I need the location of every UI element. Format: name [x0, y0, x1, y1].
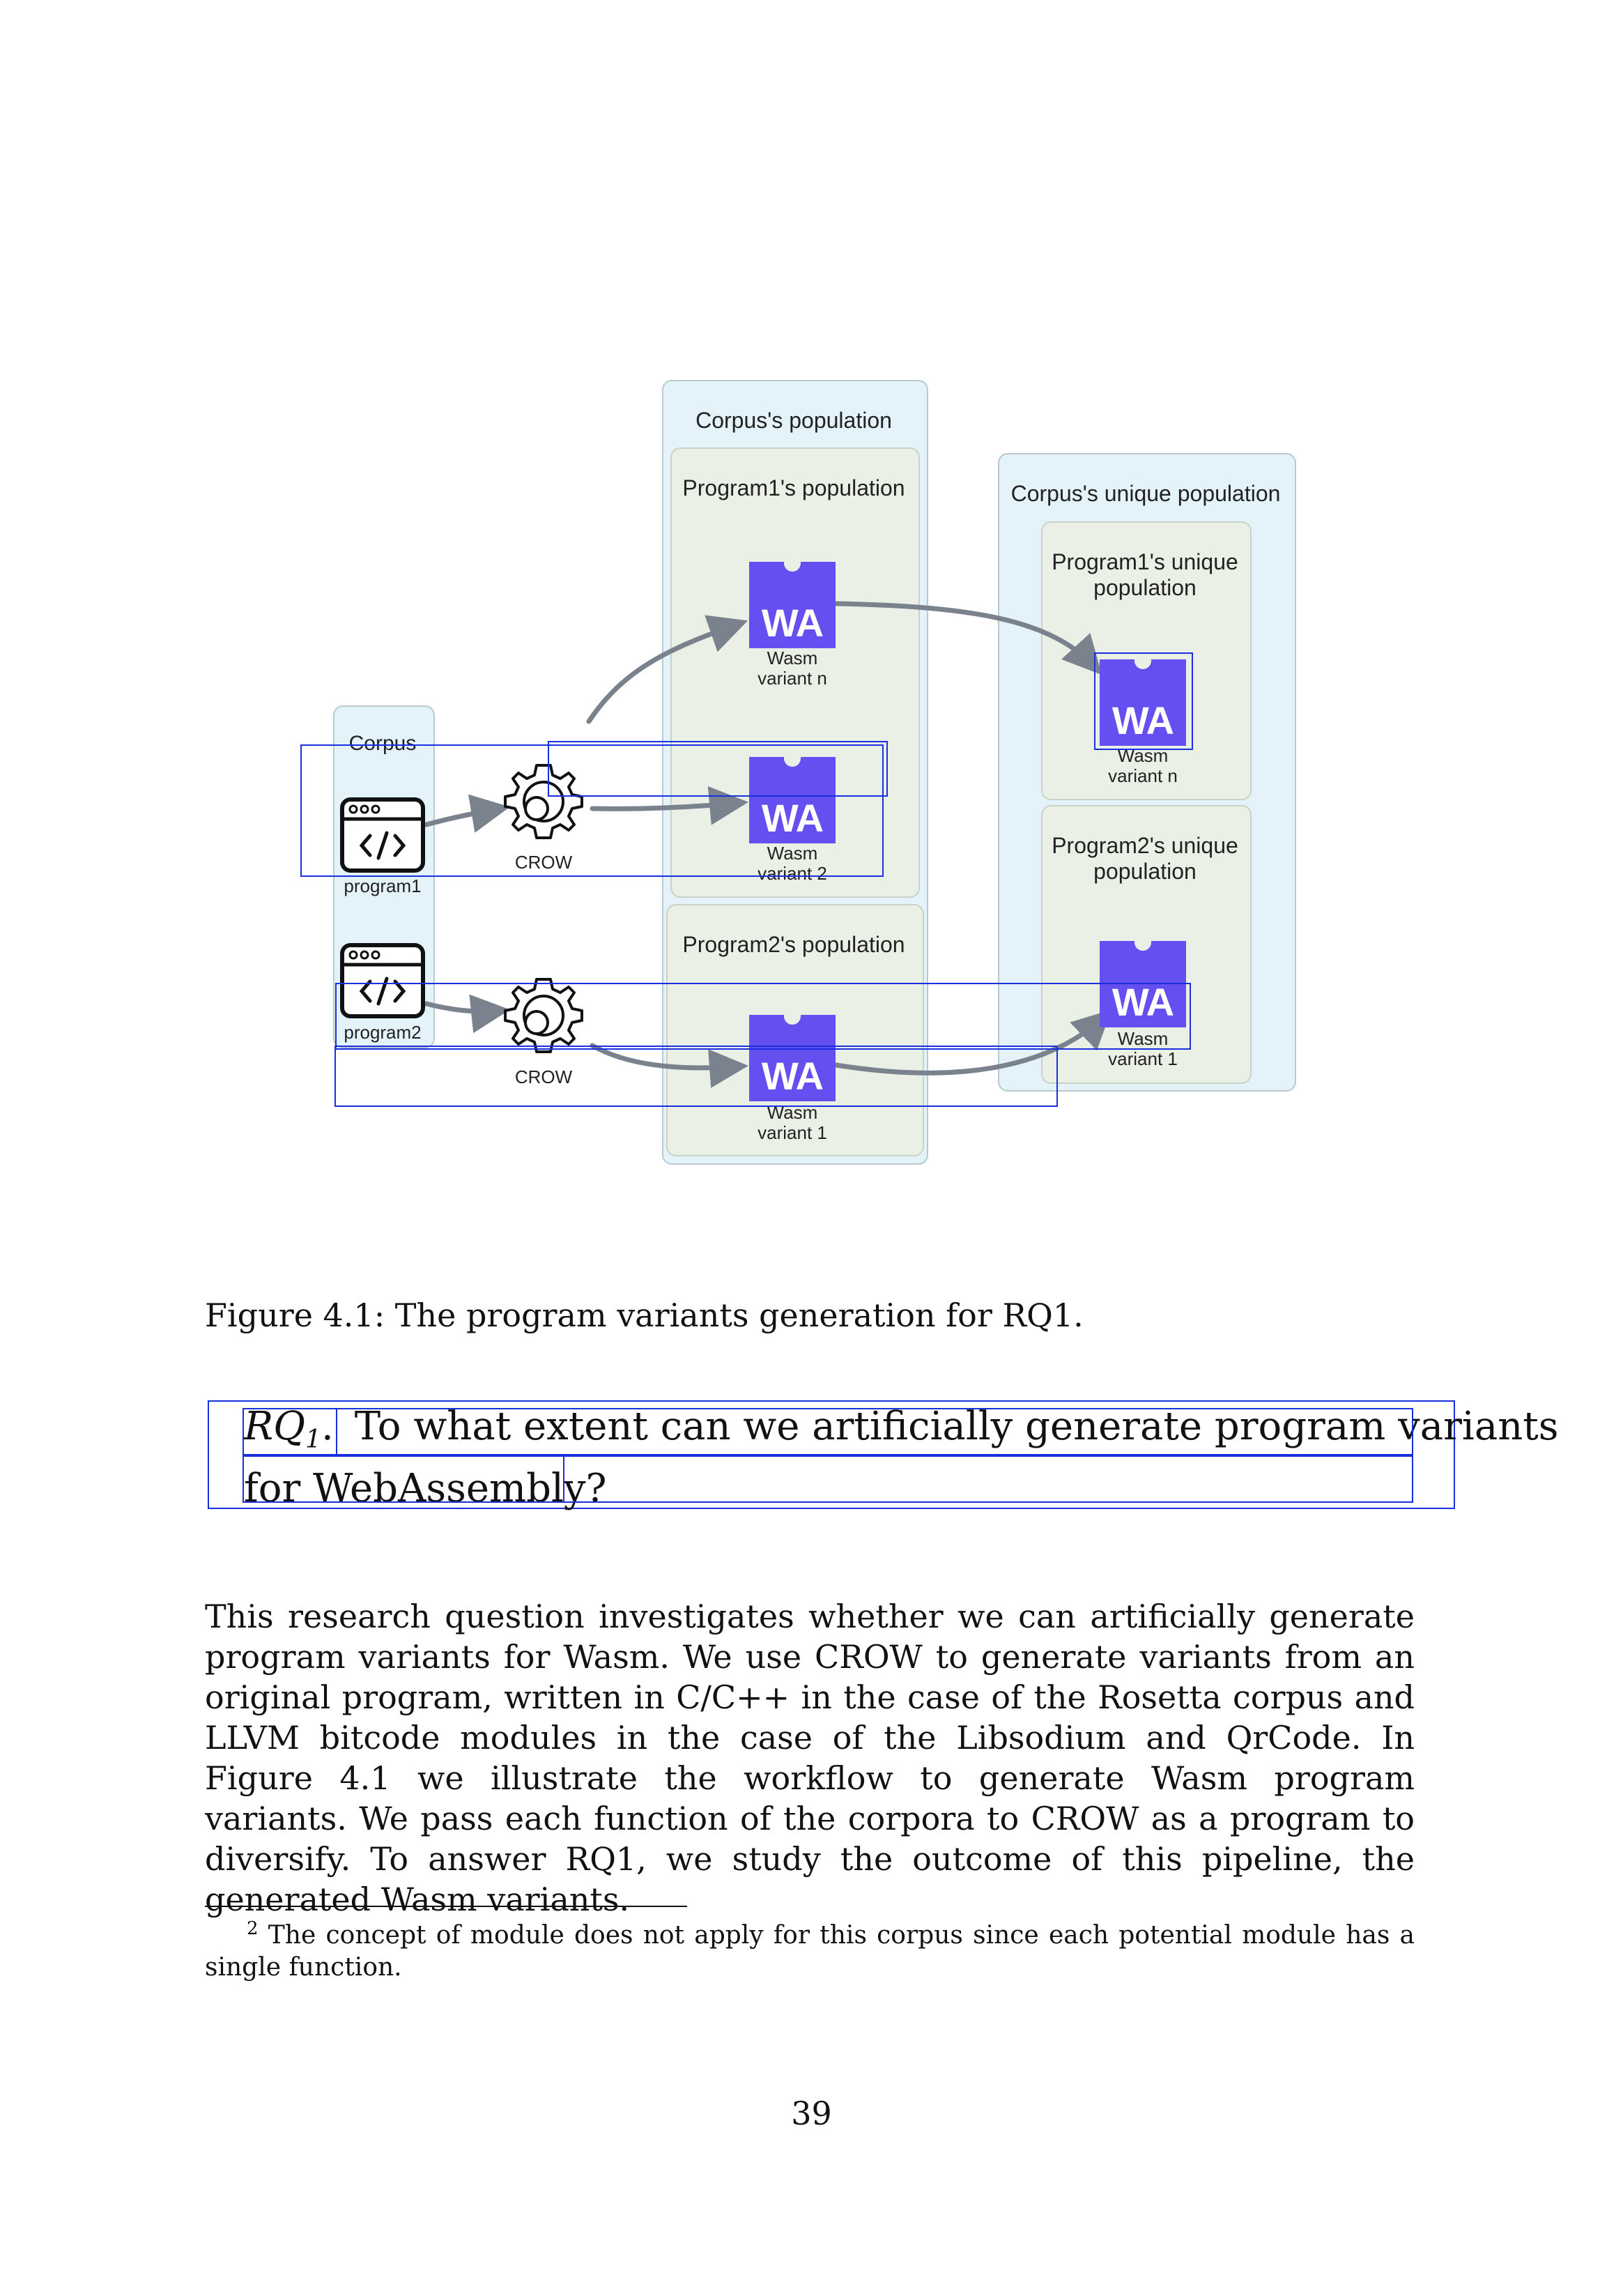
wasm-variant-n-label: Wasm variant n [757, 648, 827, 689]
figure-caption: Figure 4.1: The program variants generat… [205, 1296, 1084, 1334]
program1-unique-title: Program1's unique population [1052, 549, 1238, 600]
program2-code-icon [340, 943, 425, 1018]
rq-line-1: RQ1. To what extent can we artificially … [244, 1402, 1559, 1464]
rq-line-1-text: To what extent can we artificially gener… [354, 1404, 1559, 1449]
crow1-gear-icon [504, 764, 583, 839]
body-paragraph: This research question investigates whet… [205, 1598, 1415, 1918]
program2-population-title: Program2's population [682, 932, 905, 957]
rq-label-text: RQ [244, 1404, 306, 1449]
program1-code-icon [340, 797, 425, 873]
rq-label-subscript: 1 [305, 1425, 321, 1455]
corpus-title: Corpus [348, 732, 417, 755]
wasm-variant-1-label: Wasm variant 1 [757, 1102, 827, 1143]
page-number: 39 [791, 2095, 832, 2132]
wasm-variant-2-icon: WA [749, 757, 836, 843]
unique-wasm-variant-n-label: Wasm variant n [1108, 745, 1178, 786]
crow2-gear-icon [504, 978, 583, 1053]
arrow-variant-1-to-unique [833, 1009, 1112, 1076]
figure: Corpus Corpus's population Program1's po… [300, 380, 1296, 1165]
unique-wasm-variant-n-icon: WA [1100, 659, 1186, 746]
unique-population-title: Corpus's unique population [1010, 481, 1281, 506]
unique-wasm-variant-1-label: Wasm variant 1 [1108, 1028, 1178, 1069]
footnote-text: The concept of module does not apply for… [205, 1921, 1415, 1982]
program1-label: program1 [344, 875, 422, 896]
wasm-variant-n-icon: WA [749, 562, 836, 648]
program1-population-title: Program1's population [682, 475, 905, 500]
arrow-variant-n-to-unique [833, 601, 1102, 675]
rq-label-suffix: . [321, 1404, 334, 1449]
rq-block: RQ1. To what extent can we artificially … [244, 1402, 1559, 1513]
footnote-mark: 2 [247, 1918, 259, 1939]
corpus-population-title: Corpus's population [695, 408, 892, 433]
rq-label: RQ1. [244, 1402, 334, 1464]
program2-label: program2 [344, 1022, 422, 1043]
arrow-program1-to-crow [424, 794, 510, 833]
wasm-variant-2-label: Wasm variant 2 [757, 843, 827, 884]
footnote: 2 The concept of module does not apply f… [205, 1913, 1415, 1984]
wasm-variant-1-icon: WA [749, 1015, 836, 1101]
unique-wasm-variant-1-icon: WA [1100, 941, 1186, 1027]
crow1-label: CROW [514, 852, 573, 873]
arrow-crow-to-variant-n [586, 615, 748, 724]
crow2-label: CROW [514, 1066, 573, 1087]
flow-arrows [424, 601, 1112, 1088]
arrow-crow2-to-variant-1 [590, 1043, 748, 1088]
arrow-crow-to-variant-2 [590, 786, 748, 825]
rq-line-2: for WebAssembly? [244, 1466, 607, 1512]
arrow-program2-to-crow [424, 994, 510, 1034]
program2-unique-title: Program2's unique population [1052, 833, 1238, 884]
footnote-rule [205, 1906, 687, 1907]
